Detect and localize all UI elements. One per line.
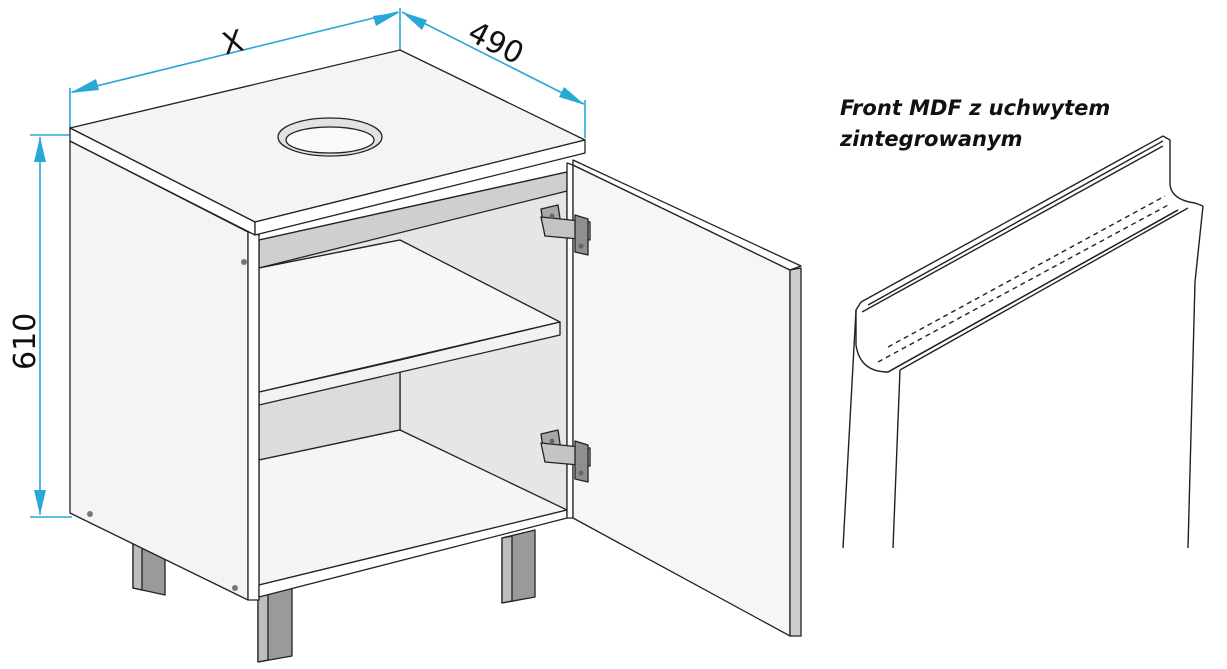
dimension-height — [30, 134, 72, 518]
dimension-width — [69, 8, 401, 131]
mdf-front-detail — [842, 135, 1204, 549]
cabinet-body — [69, 49, 586, 601]
mdf-front-caption: Front MDF z uchwytem zintegrowanym — [840, 96, 1111, 151]
width-label: X — [219, 24, 247, 63]
dimension-depth — [401, 11, 586, 138]
hinge-top — [540, 204, 591, 256]
hinge-bottom — [540, 429, 591, 483]
height-label: 610 — [8, 313, 43, 370]
cabinet-door — [572, 159, 802, 637]
depth-label: 490 — [462, 15, 529, 72]
